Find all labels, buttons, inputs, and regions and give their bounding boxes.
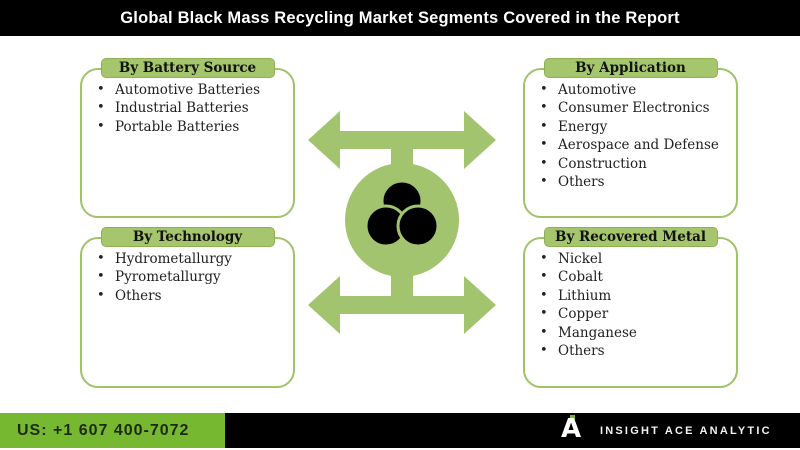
- logo-letter-a: A: [561, 414, 582, 444]
- double-arrow-bottom-icon: [308, 276, 496, 334]
- list-item: Consumer Electronics: [525, 99, 736, 118]
- segment-list-application: AutomotiveConsumer ElectronicsEnergyAero…: [525, 81, 736, 192]
- phone-number: US: +1 607 400-7072: [17, 421, 190, 439]
- list-item: Manganese: [525, 324, 736, 343]
- list-item: Others: [525, 173, 736, 192]
- venn-diagram-icon: [364, 179, 440, 248]
- list-item: Industrial Batteries: [82, 99, 293, 118]
- segment-box-battery-source: By Battery Source Automotive BatteriesIn…: [80, 58, 295, 218]
- list-item: Others: [525, 342, 736, 361]
- list-item: Lithium: [525, 287, 736, 306]
- segment-header-recovered-metal: By Recovered Metal: [543, 227, 718, 247]
- list-item: Portable Batteries: [82, 118, 293, 137]
- segment-box-recovered-metal: By Recovered Metal NickelCobaltLithiumCo…: [523, 227, 738, 388]
- connector-stem-top: [391, 139, 413, 171]
- list-item: Cobalt: [525, 268, 736, 287]
- list-item: Others: [82, 287, 293, 306]
- list-item: Energy: [525, 118, 736, 137]
- segment-box-application: By Application AutomotiveConsumer Electr…: [523, 58, 738, 218]
- list-item: Automotive Batteries: [82, 81, 293, 100]
- segment-header-application: By Application: [543, 58, 718, 78]
- list-item: Copper: [525, 305, 736, 324]
- list-item: Pyrometallurgy: [82, 268, 293, 287]
- list-item: Aerospace and Defense: [525, 136, 736, 155]
- phone-bar: US: +1 607 400-7072: [0, 413, 225, 448]
- segment-header-battery-source: By Battery Source: [100, 58, 275, 78]
- list-item: Hydrometallurgy: [82, 250, 293, 269]
- list-item: Nickel: [525, 250, 736, 269]
- segment-list-technology: HydrometallurgyPyrometallurgyOthers: [82, 250, 293, 306]
- list-item: Construction: [525, 155, 736, 174]
- segment-list-recovered-metal: NickelCobaltLithiumCopperManganeseOthers: [525, 250, 736, 361]
- title-bar: Global Black Mass Recycling Market Segme…: [0, 0, 800, 36]
- brand-name: INSIGHT ACE ANALYTIC: [600, 424, 772, 437]
- page-title: Global Black Mass Recycling Market Segme…: [120, 8, 680, 27]
- list-item: Automotive: [525, 81, 736, 100]
- segment-box-technology: By Technology HydrometallurgyPyrometallu…: [80, 227, 295, 388]
- segment-list-battery-source: Automotive BatteriesIndustrial Batteries…: [82, 81, 293, 137]
- center-graphic: [308, 111, 496, 334]
- brand-bar: A INSIGHT ACE ANALYTIC: [225, 413, 800, 448]
- logo-dot: [570, 415, 575, 420]
- segment-header-technology: By Technology: [100, 227, 275, 247]
- insight-ace-logo-icon: A: [561, 414, 587, 447]
